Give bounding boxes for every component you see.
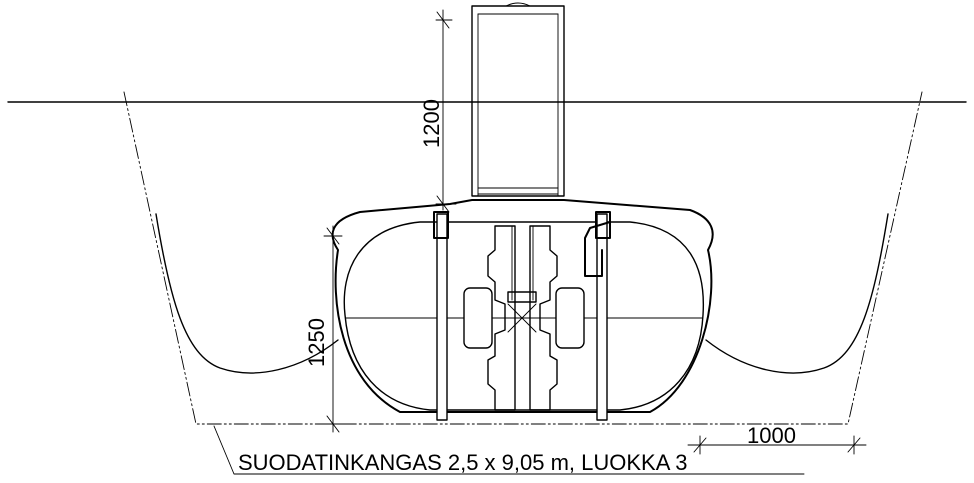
filter-fabric-note: SUODATINKANGAS 2,5 x 9,05 m, LUOKKA 3 [238,450,688,475]
left-baffle [433,211,449,421]
right-baffle [584,211,611,421]
dimension-1250 [323,225,343,433]
dimension-label-1200: 1200 [419,99,444,148]
left-backfill-curve [155,213,339,374]
tank-outer-shell [331,199,714,413]
right-filter-unit [555,287,585,349]
dimension-label-1250: 1250 [304,318,329,367]
riser-shaft [471,2,565,197]
right-backfill-curve [705,213,889,374]
dimension-label-1000: 1000 [747,423,796,448]
tank-inner-wall [343,221,705,411]
central-divider [487,225,558,411]
excavation-outline [123,91,923,425]
left-filter-unit [463,287,493,349]
note-leader-line [213,425,805,475]
dimension-1000 [687,435,867,455]
dimension-1200 [435,9,457,213]
